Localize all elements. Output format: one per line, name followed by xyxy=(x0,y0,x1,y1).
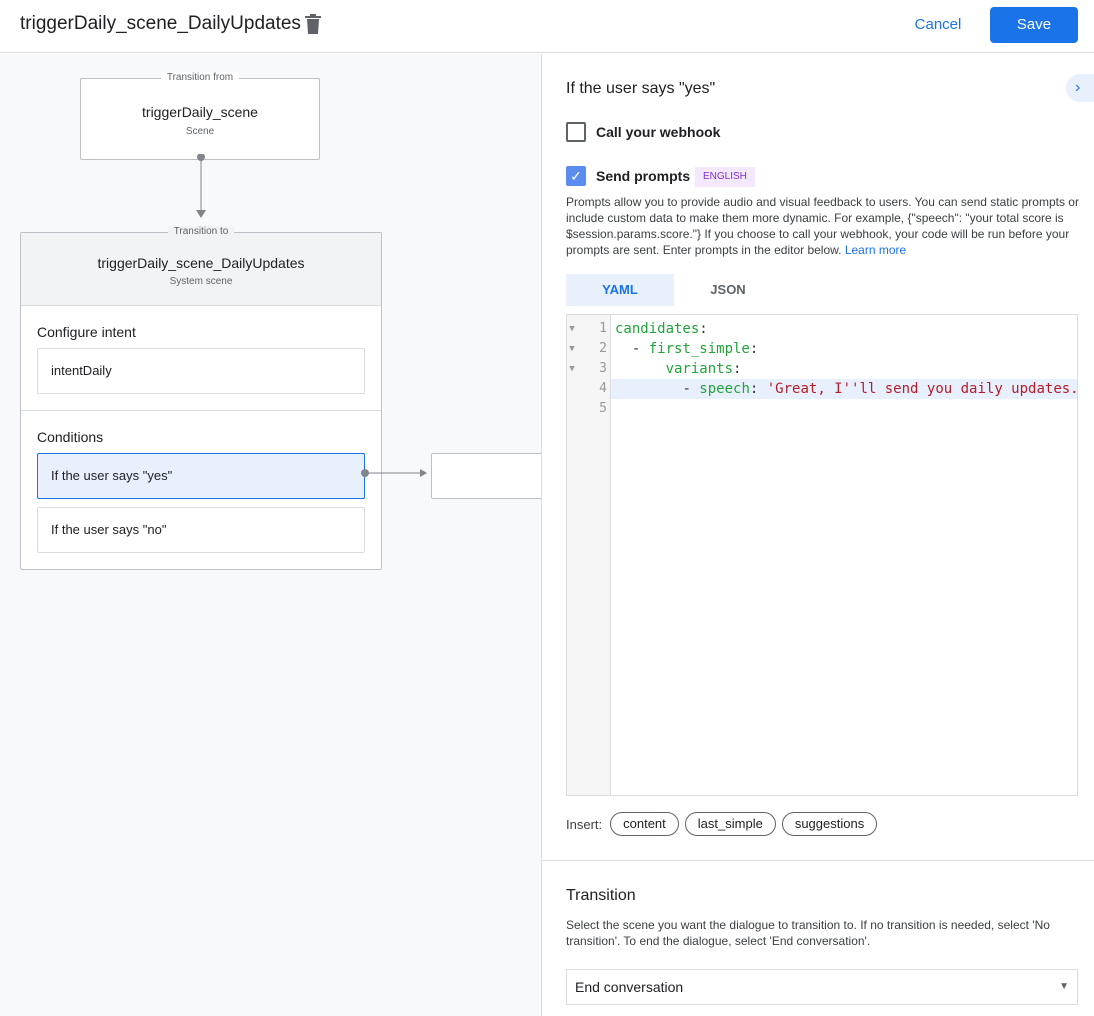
prompts-checkbox[interactable]: ✓ xyxy=(566,166,586,186)
code-line-2: - first_simple: xyxy=(631,341,759,357)
fold-icon[interactable]: ▼ xyxy=(569,344,575,354)
webhook-checkbox[interactable] xyxy=(566,122,586,142)
save-button[interactable]: Save xyxy=(990,7,1078,43)
line-number: 4 xyxy=(599,381,607,396)
insert-last-simple-chip[interactable]: last_simple xyxy=(684,812,776,836)
intent-box[interactable]: intentDaily xyxy=(37,348,365,394)
page-title: triggerDaily_scene_DailyUpdates xyxy=(20,13,301,34)
condition-no[interactable]: If the user says "no" xyxy=(37,507,365,553)
code-editor[interactable]: ▼ ▼ ▼ 1 2 3 4 5 candidates: - first_simp… xyxy=(566,314,1079,796)
flow-canvas: Transition from triggerDaily_scene Scene… xyxy=(0,54,542,1016)
condition-yes[interactable]: If the user says "yes" xyxy=(37,453,365,499)
transition-from-legend: Transition from xyxy=(160,72,240,83)
webhook-label: Call your webhook xyxy=(596,124,721,140)
insert-suggestions-chip[interactable]: suggestions xyxy=(781,812,878,836)
line-number: 3 xyxy=(599,361,607,376)
line-number: 2 xyxy=(599,341,607,356)
code-line-1: candidates: xyxy=(615,321,708,337)
header: triggerDaily_scene_DailyUpdates Cancel S… xyxy=(0,0,1094,53)
dropdown-arrow-icon: ▼ xyxy=(1059,981,1069,992)
connector-arrow xyxy=(196,154,206,218)
transition-from-node[interactable]: Transition from triggerDaily_scene Scene xyxy=(80,72,320,160)
to-scene-subtitle: System scene xyxy=(169,276,233,287)
condition-connector xyxy=(361,469,427,477)
detail-panel: › If the user says "yes" Call your webho… xyxy=(542,54,1094,1016)
from-scene-title: triggerDaily_scene xyxy=(142,104,258,120)
to-scene-title: triggerDaily_scene_DailyUpdates xyxy=(97,255,305,271)
transition-description: Select the scene you want the dialogue t… xyxy=(566,918,1050,948)
line-number: 1 xyxy=(599,321,607,336)
panel-heading: If the user says "yes" xyxy=(566,80,716,97)
language-badge: ENGLISH xyxy=(695,167,755,187)
line-number: 5 xyxy=(599,401,607,416)
collapse-chevron-icon[interactable]: › xyxy=(1066,74,1094,102)
cancel-button[interactable]: Cancel xyxy=(914,16,962,33)
tab-yaml[interactable]: YAML xyxy=(566,274,674,306)
transition-to-legend: Transition to xyxy=(167,226,235,237)
prompts-description: Prompts allow you to provide audio and v… xyxy=(566,195,1079,257)
trash-icon[interactable] xyxy=(304,14,322,34)
transition-selected-value: End conversation xyxy=(575,979,684,995)
configure-intent-label: Configure intent xyxy=(37,324,136,340)
prompts-label: Send prompts xyxy=(596,168,691,184)
from-scene-subtitle: Scene xyxy=(185,126,215,137)
learn-more-link[interactable]: Learn more xyxy=(844,243,907,257)
tab-json[interactable]: JSON xyxy=(710,282,746,297)
code-line-3: variants: xyxy=(665,361,742,377)
conditions-label: Conditions xyxy=(37,429,104,445)
transition-to-node: Transition to triggerDaily_scene_DailyUp… xyxy=(20,226,382,570)
code-line-4: - speech: 'Great, I''ll send you daily u… xyxy=(682,381,1079,397)
fold-icon[interactable]: ▼ xyxy=(569,324,575,334)
transition-select[interactable]: End conversation ▼ xyxy=(566,969,1078,1005)
target-node[interactable] xyxy=(431,453,541,499)
insert-label: Insert: xyxy=(566,816,603,832)
insert-content-chip[interactable]: content xyxy=(610,812,679,836)
transition-title: Transition xyxy=(566,887,636,904)
fold-icon[interactable]: ▼ xyxy=(569,364,575,374)
